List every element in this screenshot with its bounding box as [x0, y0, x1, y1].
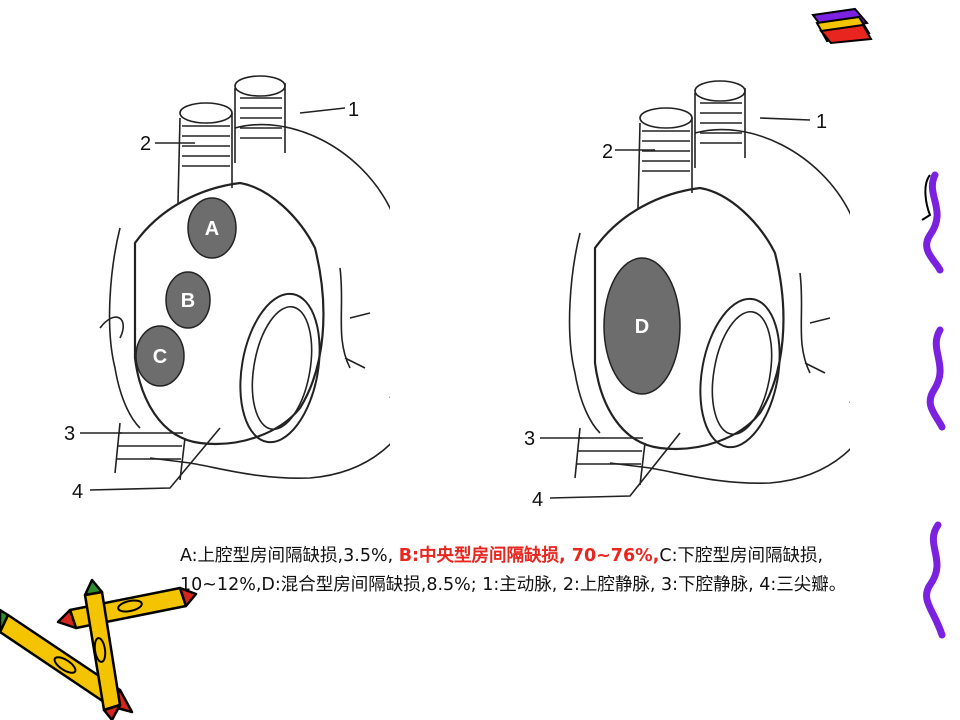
label-tricuspid: 4 — [532, 489, 543, 508]
label-aorta: 1 — [348, 99, 359, 121]
label-ivc: 3 — [64, 423, 75, 445]
label-tricuspid: 4 — [72, 481, 83, 498]
defect-b-label: B — [181, 290, 195, 312]
wavy-border-icon — [921, 171, 946, 639]
label-aorta: 1 — [816, 111, 827, 133]
label-svc: 2 — [140, 133, 151, 155]
defect-c — [135, 325, 185, 387]
defect-b — [165, 271, 211, 329]
caption-part1: A:上腔型房间隔缺损,3.5%, — [180, 546, 399, 566]
caption: A:上腔型房间隔缺损,3.5%, B:中央型房间隔缺损, 70~76%,C:下腔… — [180, 542, 880, 600]
label-ivc: 3 — [524, 428, 535, 450]
book-clipart-icon — [811, 7, 873, 45]
caption-part3: C:下腔型房间隔缺损, 10~12%,D:混合型房间隔缺损,8.5%; 1:主动… — [180, 546, 847, 595]
defect-a-label: A — [205, 218, 219, 240]
defect-a — [187, 197, 237, 259]
pencils-clipart-icon — [0, 578, 198, 720]
defect-d — [603, 257, 681, 395]
defect-d-label: D — [635, 316, 649, 338]
heart-diagram-right: D 1 2 3 4 — [524, 80, 850, 508]
heart-diagram-left: A B C 1 2 3 4 — [64, 75, 390, 498]
caption-highlight: B:中央型房间隔缺损, 70~76%, — [398, 546, 660, 566]
label-svc: 2 — [602, 141, 613, 163]
defect-c-label: C — [153, 346, 167, 368]
